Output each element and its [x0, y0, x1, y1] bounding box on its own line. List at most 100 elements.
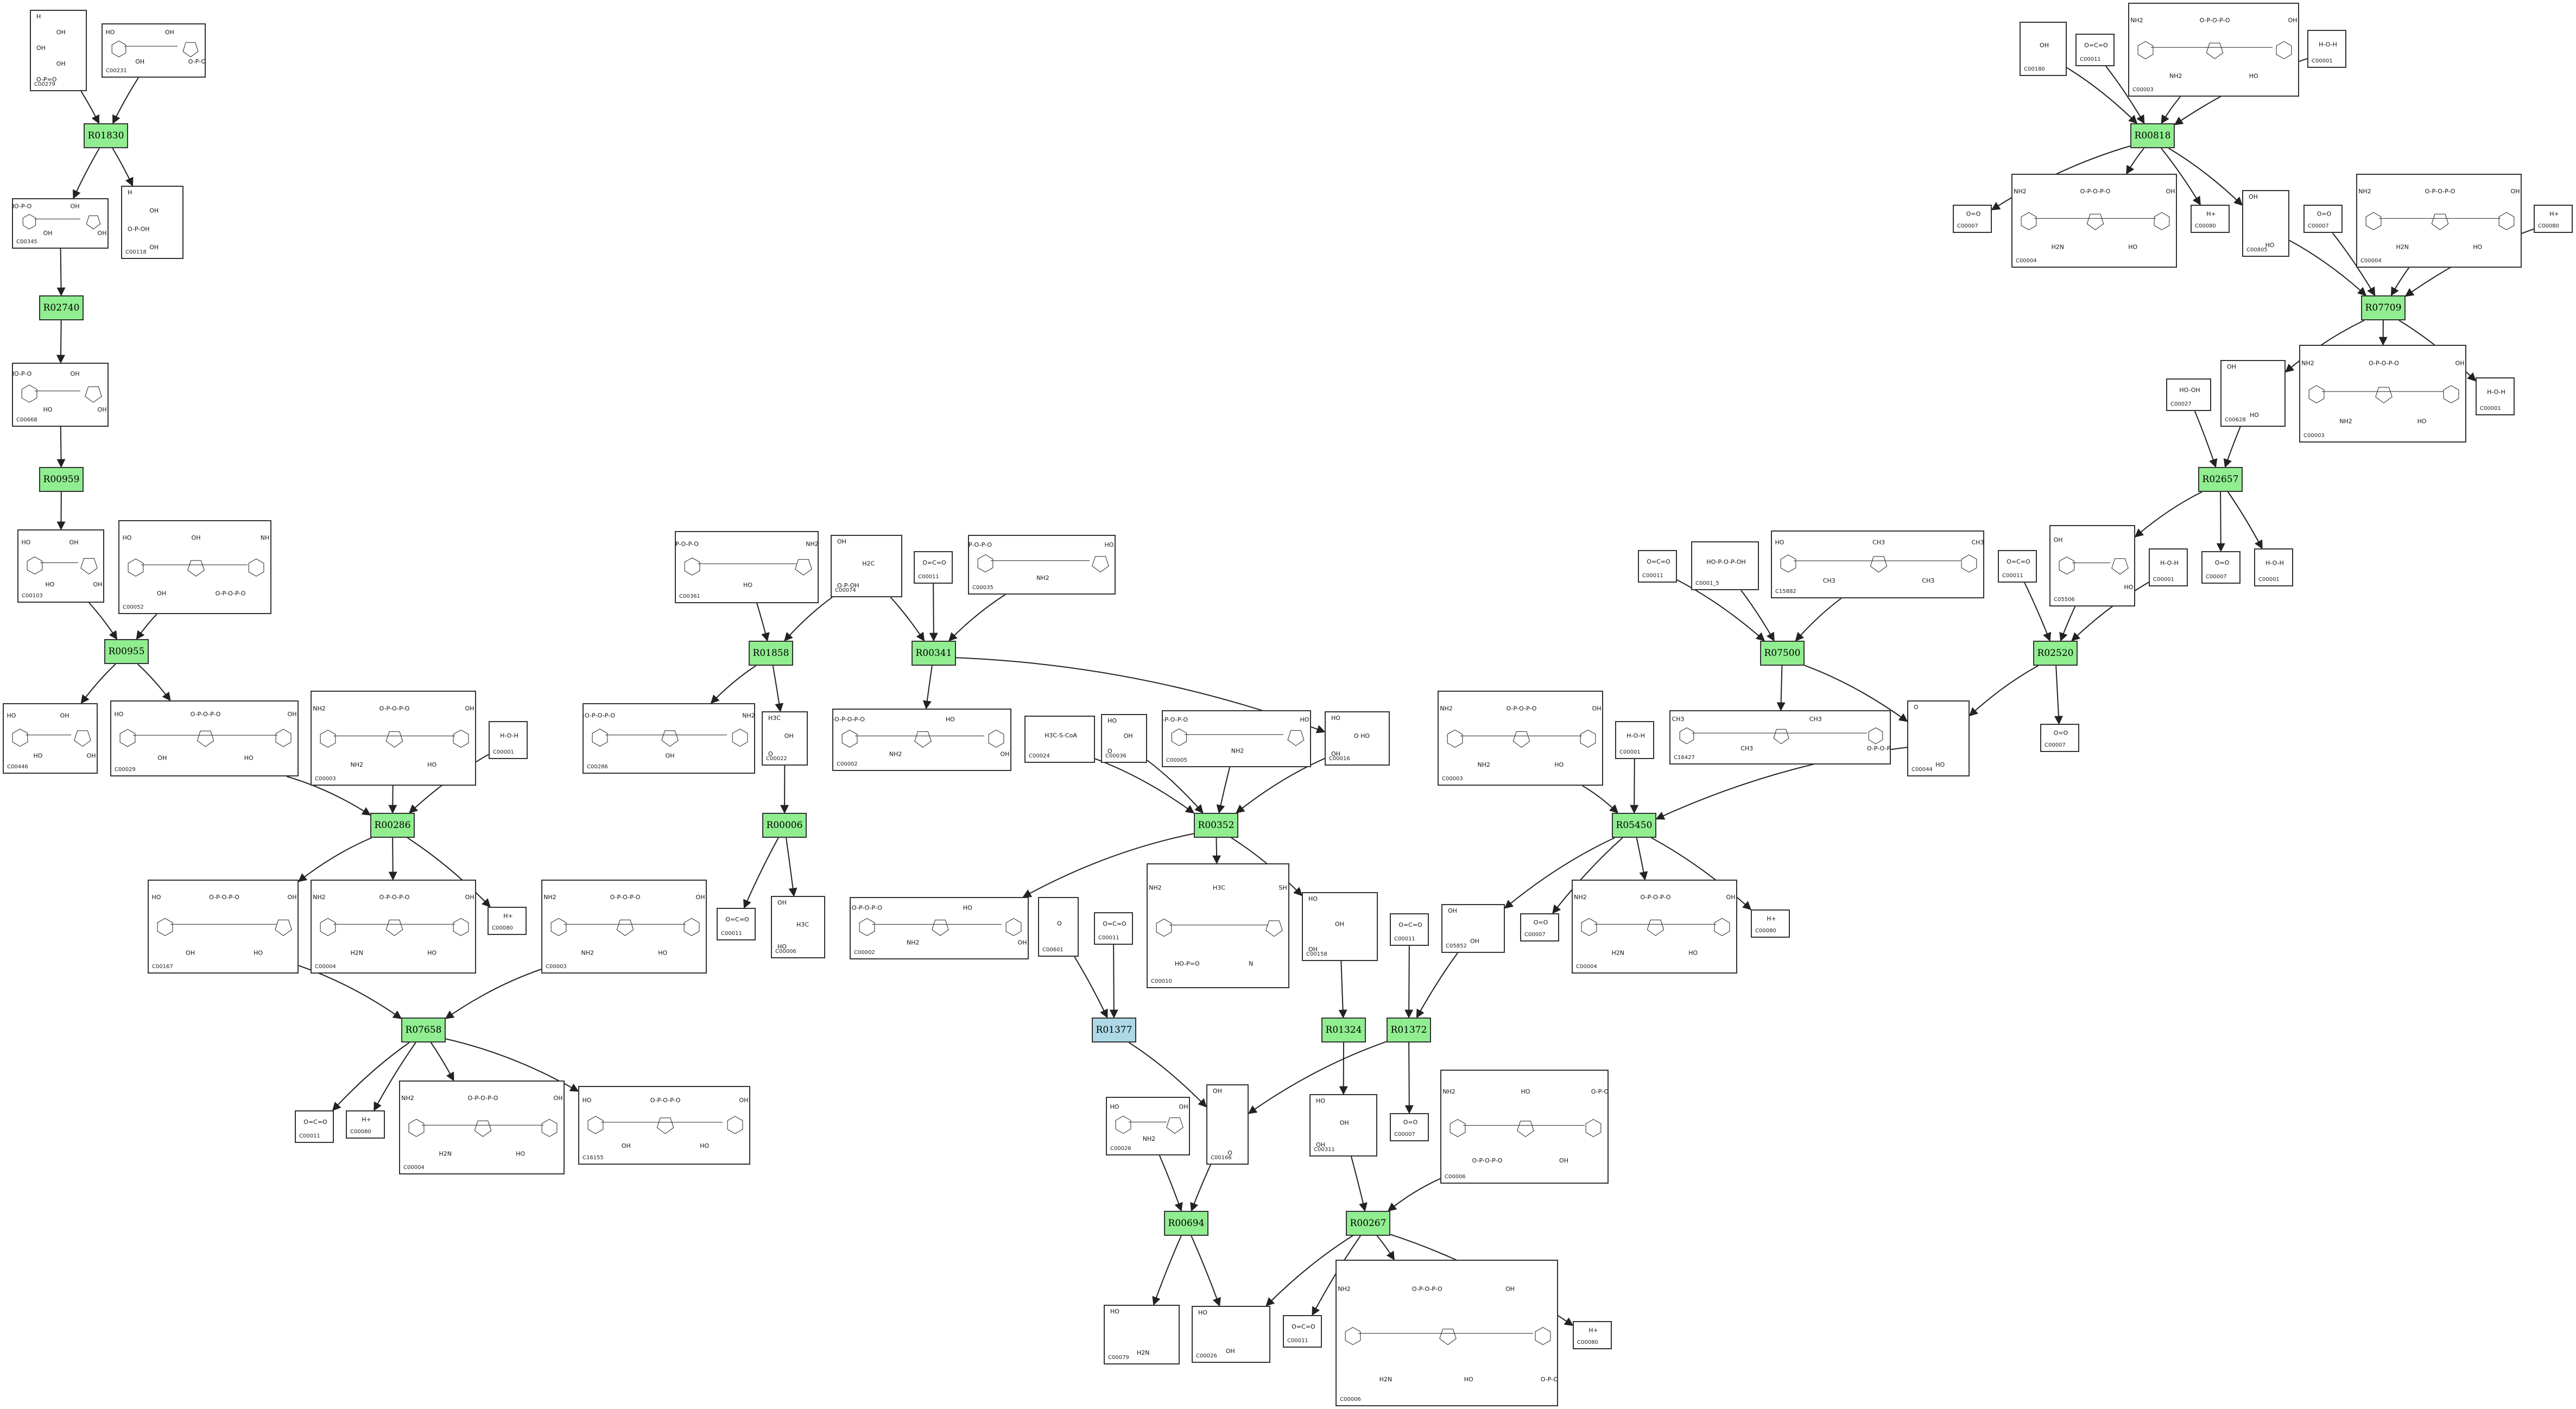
reaction-node-r07709[interactable]: R07709	[2361, 295, 2406, 320]
reaction-node-r01830[interactable]: R01830	[84, 123, 128, 148]
reaction-node-r00006[interactable]: R00006	[762, 813, 807, 838]
reaction-node-r00959[interactable]: R00959	[39, 467, 84, 492]
reaction-node-r01377[interactable]: R01377	[1092, 1018, 1136, 1042]
compound-box[interactable]: H+C00080	[2534, 205, 2573, 233]
reaction-node-r01372[interactable]: R01372	[1387, 1018, 1431, 1042]
compound-box[interactable]: H+C00080	[1751, 909, 1790, 938]
reaction-node-r00352[interactable]: R00352	[1194, 813, 1238, 838]
reaction-node-r02520[interactable]: R02520	[2033, 641, 2078, 666]
reaction-node-r00955[interactable]: R00955	[104, 639, 149, 664]
reaction-node-r01858[interactable]: R01858	[749, 641, 793, 666]
reaction-node-r00267[interactable]: R00267	[1346, 1211, 1390, 1236]
reaction-node-r07658[interactable]: R07658	[401, 1018, 446, 1042]
reaction-node-r00818[interactable]: R00818	[2130, 123, 2175, 148]
reaction-node-r00286[interactable]: R00286	[370, 813, 415, 838]
reaction-node-r05450[interactable]: R05450	[1612, 813, 1656, 838]
compound-box[interactable]: H+C00080	[1573, 1321, 1612, 1349]
compound-box[interactable]: H+C00080	[488, 907, 527, 935]
reaction-node-r01324[interactable]: R01324	[1321, 1018, 1366, 1042]
reaction-node-r02740[interactable]: R02740	[39, 295, 84, 320]
reaction-node-r02657[interactable]: R02657	[2198, 467, 2243, 492]
compound-box[interactable]: H+C00080	[346, 1110, 385, 1139]
compound-box[interactable]: H+C00080	[2191, 205, 2230, 233]
reaction-node-r00694[interactable]: R00694	[1164, 1211, 1208, 1236]
reaction-node-r00341[interactable]: R00341	[912, 641, 956, 666]
